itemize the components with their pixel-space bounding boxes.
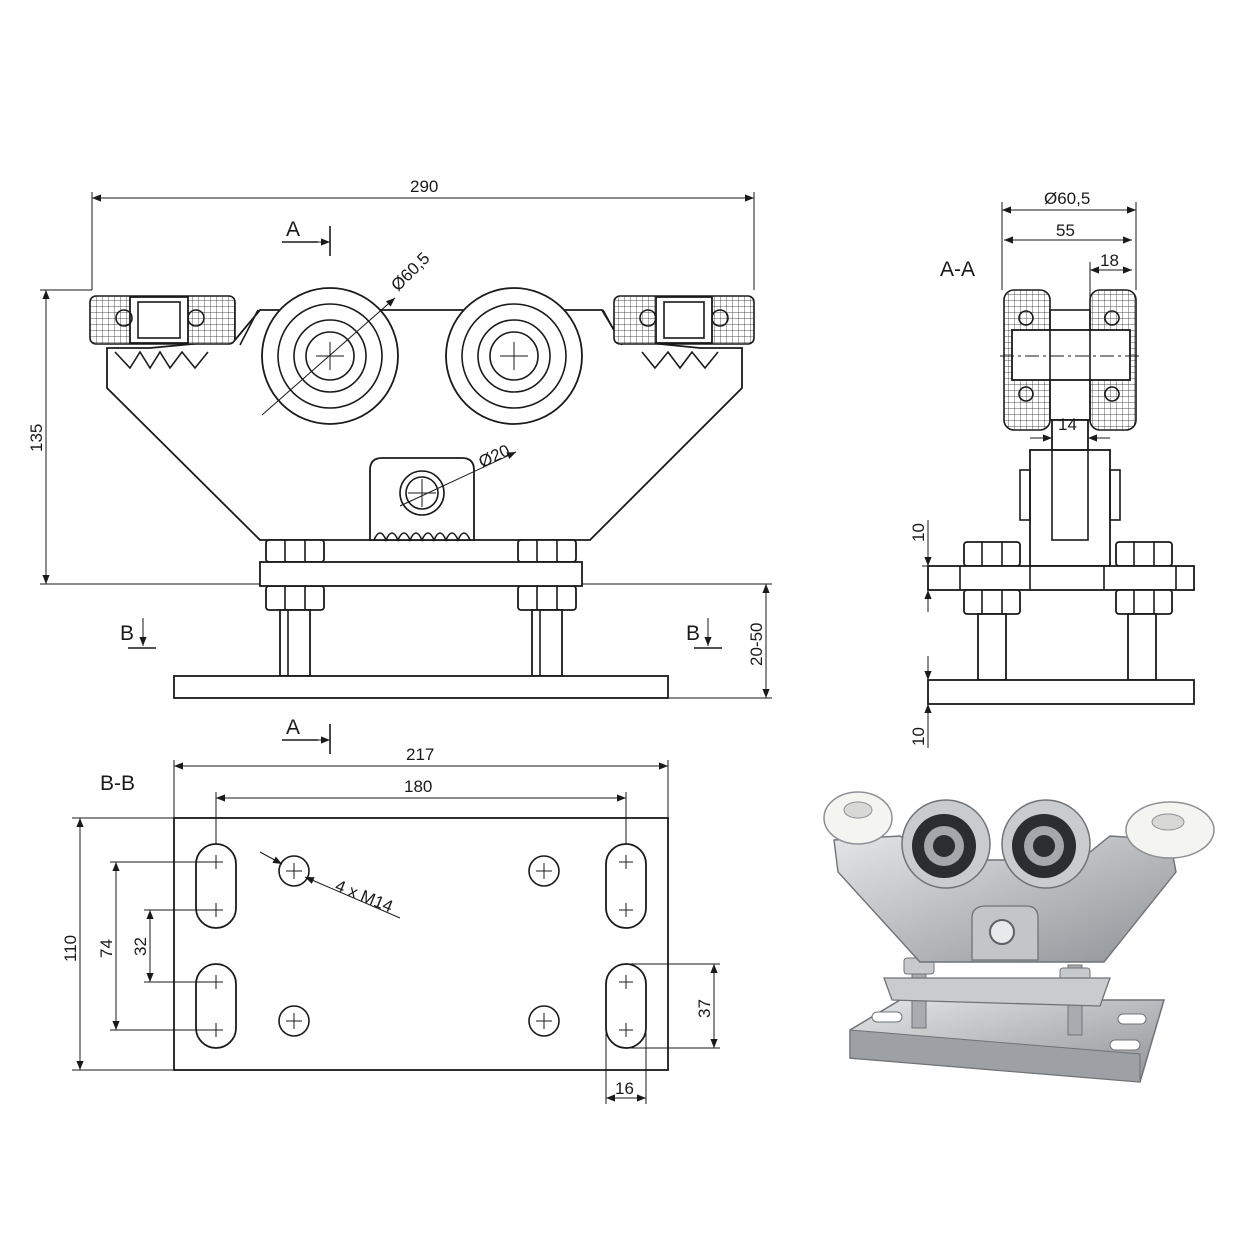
base-plate-top-view: [173, 817, 669, 1071]
dim-adjust: 20-50: [747, 623, 766, 666]
section-mark-b-left: B: [120, 622, 134, 645]
aa-dim-10-top: 10: [909, 523, 928, 542]
section-a-a: A-A Ø60,5 55: [909, 189, 1195, 748]
base-plate: [173, 675, 669, 699]
left-wheel: [261, 287, 399, 425]
bb-dim-217: 217: [406, 745, 434, 764]
dim-wheel-dia: Ø60,5: [387, 249, 433, 295]
aa-dim-14: 14: [1058, 415, 1077, 434]
bb-dim-16: 16: [615, 1079, 634, 1098]
bb-dim-74: 74: [97, 939, 116, 958]
section-b-b: B-B 4 x M14 217 180 110: [61, 745, 720, 1104]
bb-dim-110: 110: [61, 935, 80, 962]
left-guide-roller: [89, 295, 236, 370]
bb-dim-37: 37: [695, 999, 714, 1018]
dim-height: 135: [27, 424, 46, 452]
left-stud-assembly: [265, 539, 325, 677]
right-stud-assembly: [517, 539, 577, 677]
bb-dim-180: 180: [404, 777, 432, 796]
axle-bracket: Ø20: [369, 441, 517, 543]
aa-dim-10-bottom: 10: [909, 727, 928, 746]
section-mark-a-top: A: [286, 218, 300, 241]
right-guide-roller: [613, 295, 755, 370]
front-view: Ø60,5 Ø20: [27, 177, 772, 754]
section-mark-a-bottom: A: [286, 716, 300, 739]
right-wheel: [445, 287, 583, 425]
section-mark-b-right: B: [686, 622, 700, 645]
section-aa-title: A-A: [940, 258, 975, 281]
aa-dim-55: 55: [1056, 221, 1075, 240]
mounting-plate: [259, 561, 583, 587]
aa-dim-dia: Ø60,5: [1044, 189, 1090, 208]
bb-dim-32: 32: [131, 937, 150, 956]
aa-dim-18: 18: [1100, 251, 1119, 270]
dim-width: 290: [410, 177, 438, 196]
product-render: [823, 791, 1215, 1083]
section-bb-title: B-B: [100, 772, 135, 795]
